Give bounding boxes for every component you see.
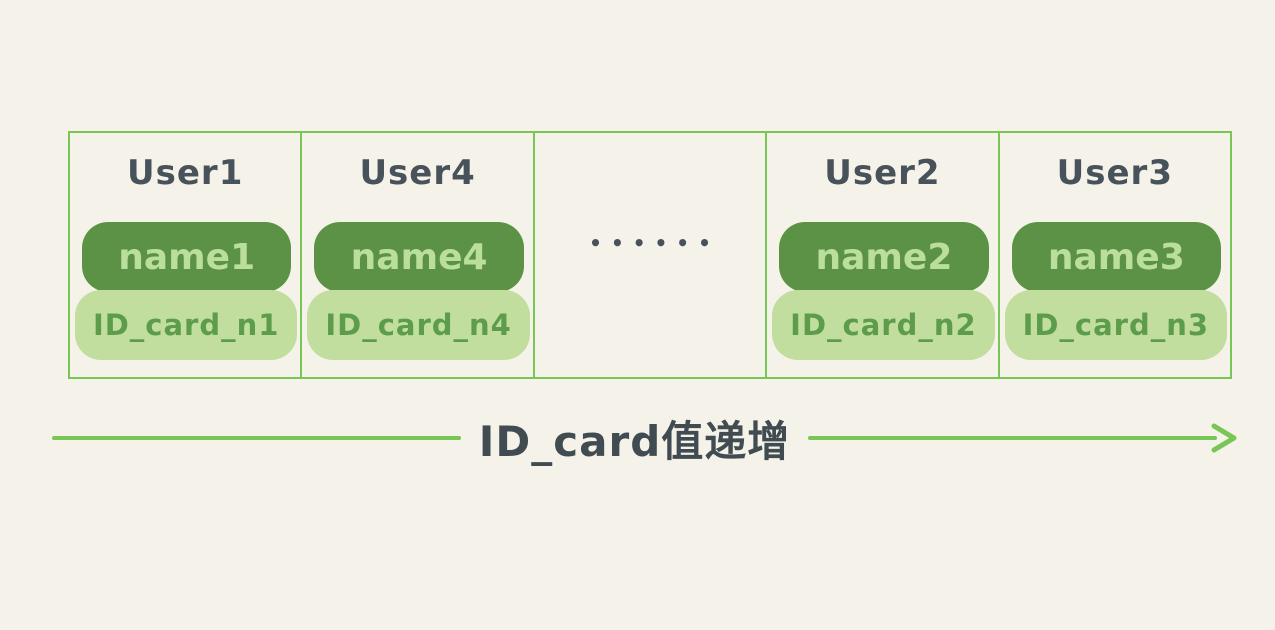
cell-title: User4 — [359, 153, 476, 193]
cell-title: User3 — [1056, 153, 1173, 193]
id-card-pill: ID_card_n3 — [1004, 290, 1228, 360]
name-pill: name1 — [82, 222, 292, 292]
arrow-label: ID_card值递增 — [478, 416, 791, 466]
arrow-head-icon — [1211, 423, 1237, 453]
name-pill: name2 — [779, 222, 989, 292]
cell-ellipsis: •••••• — [535, 133, 768, 377]
user-array: User1 name1 ID_card_n1 User4 name4 ID_ca… — [68, 131, 1232, 379]
name-pill: name3 — [1011, 222, 1222, 292]
cell-user4: User4 name4 ID_card_n4 — [302, 133, 535, 377]
pill-stack: name3 ID_card_n3 — [1000, 222, 1230, 360]
ellipsis-dots: •••••• — [589, 231, 720, 255]
id-card-pill: ID_card_n1 — [75, 290, 298, 360]
id-card-pill: ID_card_n2 — [772, 290, 995, 360]
cell-user3: User3 name3 ID_card_n3 — [1000, 133, 1230, 377]
cell-user2: User2 name2 ID_card_n2 — [767, 133, 1000, 377]
cell-title: User1 — [127, 153, 244, 193]
cell-title: User2 — [824, 153, 941, 193]
pill-stack: name2 ID_card_n2 — [767, 222, 997, 360]
name-pill: name4 — [314, 222, 524, 292]
increase-arrow: ID_card值递增 — [52, 414, 1240, 466]
pill-stack: name1 ID_card_n1 — [70, 222, 300, 360]
pill-stack: name4 ID_card_n4 — [302, 222, 532, 360]
arrow-line-right — [808, 436, 1218, 440]
id-card-pill: ID_card_n4 — [307, 290, 530, 360]
arrow-line-left — [52, 436, 461, 440]
cell-user1: User1 name1 ID_card_n1 — [70, 133, 303, 377]
